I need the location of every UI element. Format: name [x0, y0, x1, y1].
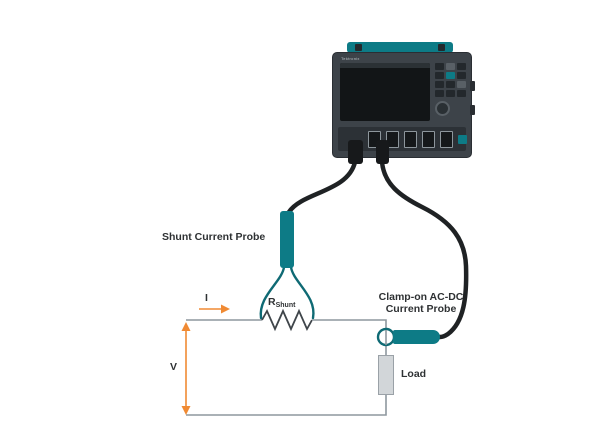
load-label: Load — [401, 368, 427, 380]
scope-probe-plug-right — [376, 140, 389, 164]
scope-button — [435, 90, 444, 97]
clamp-probe-label: Clamp-on AC-DC Current Probe — [366, 291, 476, 315]
scope-input-connector — [440, 130, 453, 148]
current-arrow — [199, 304, 230, 314]
scope-input-connector — [422, 130, 435, 148]
scope-knob — [435, 101, 450, 116]
scope-cable-left — [286, 159, 358, 215]
resistor-subscript-text: Shunt — [275, 302, 296, 309]
scope-button — [435, 81, 444, 88]
scope-button — [457, 90, 466, 97]
scope-button — [435, 72, 444, 79]
clamp-on-current-probe — [393, 330, 440, 344]
scope-button — [457, 81, 466, 88]
voltage-arrow — [181, 322, 191, 415]
current-label: I — [205, 292, 208, 304]
scope-side-tab — [470, 105, 475, 115]
circuit-wire-top-right — [312, 319, 387, 356]
scope-screen — [340, 63, 430, 121]
clamp-probe-label-line1: Clamp-on AC-DC — [378, 291, 464, 303]
scope-cable-right — [379, 159, 469, 340]
shunt-resistor-label: RShunt — [268, 296, 295, 309]
circuit-wire-bottom-right — [186, 394, 387, 416]
load-resistor — [378, 355, 394, 395]
scope-brand-label: Tektronix — [341, 56, 360, 61]
voltage-label: V — [170, 361, 178, 373]
scope-button — [446, 72, 455, 79]
scope-handle — [347, 42, 453, 53]
scope-input-connector — [386, 130, 399, 148]
scope-button — [446, 90, 455, 97]
shunt-lead-left — [259, 265, 286, 320]
scope-io-chip — [458, 134, 467, 144]
scope-side-tab — [470, 81, 475, 91]
scope-button — [457, 72, 466, 79]
shunt-probe-label: Shunt Current Probe — [162, 231, 266, 243]
scope-input-connector — [404, 130, 417, 148]
scope-button — [446, 63, 455, 70]
scope-screen-menubar — [340, 63, 430, 68]
shunt-lead-right — [289, 265, 315, 320]
scope-probe-plug-left — [348, 140, 363, 164]
scope-handle-notch — [355, 44, 362, 51]
resistor-symbol-text: R — [268, 296, 276, 308]
scope-handle-notch — [438, 44, 445, 51]
shunt-current-probe — [280, 211, 294, 268]
oscilloscope: Tektronix — [332, 42, 475, 168]
scope-button — [457, 63, 466, 70]
scope-control-panel — [435, 63, 467, 125]
clamp-probe-label-line2: Current Probe — [385, 303, 457, 315]
scope-button — [446, 81, 455, 88]
resistor-symbol — [261, 308, 313, 332]
scope-button — [435, 63, 444, 70]
